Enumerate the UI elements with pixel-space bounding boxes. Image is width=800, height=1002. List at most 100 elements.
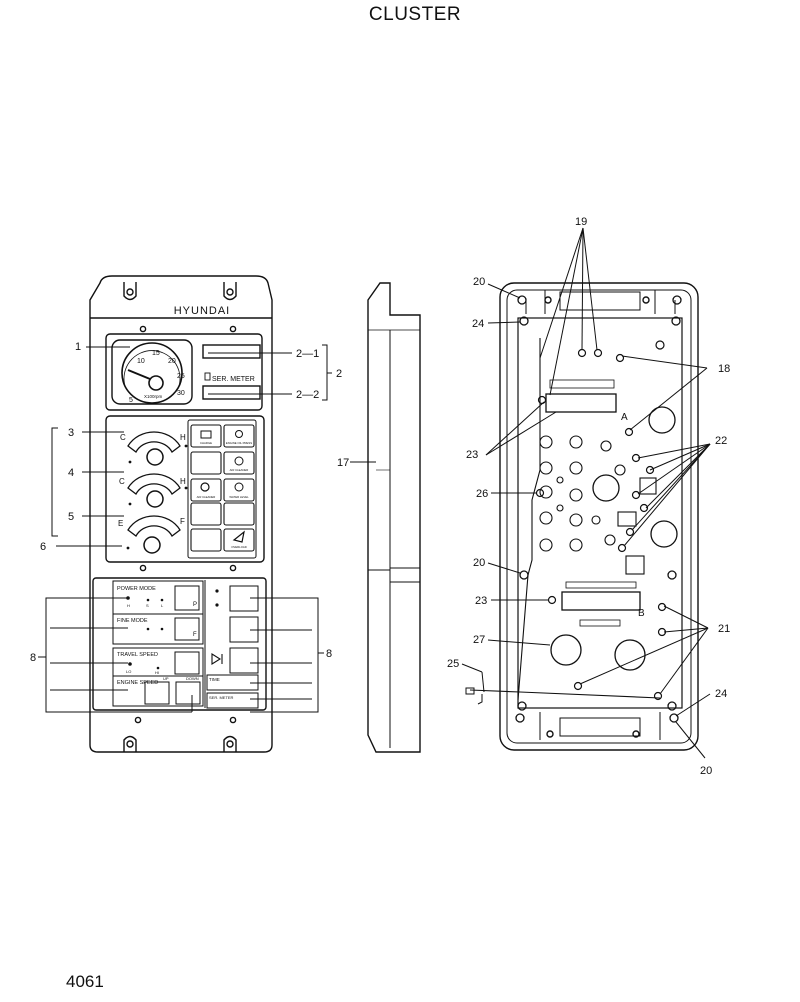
callout-3: 3 [68, 427, 74, 439]
fine-mode-button[interactable] [174, 617, 200, 641]
lcd-window-upper [202, 344, 261, 359]
buzzer-icon [211, 653, 223, 665]
callout-27: 27 [473, 634, 485, 646]
callout-22: 22 [715, 435, 727, 447]
power-sub-l: L [161, 603, 164, 608]
tacho-tick-5: 5 [129, 397, 133, 404]
tacho-tick-20: 20 [168, 358, 176, 365]
tacho-tick-30: 30 [177, 390, 185, 397]
travel-speed-label: TRAVEL SPEED [117, 652, 158, 658]
brand-label: HYUNDAI [174, 305, 231, 317]
callout-1: 1 [75, 341, 81, 353]
front-panel-labels: HYUNDAI 5 10 15 20 25 30 X100rpm SER. ME… [117, 305, 255, 700]
power-sub-h: H [127, 603, 130, 608]
engine-oil-temp-gauge [127, 473, 181, 508]
tacho-tick-25: 25 [177, 373, 185, 380]
buzzer-stop-button[interactable] [229, 647, 259, 674]
power-key-label: P [193, 602, 197, 608]
wire-harness [469, 338, 661, 701]
callout-4: 4 [68, 467, 74, 479]
side-view [367, 282, 421, 753]
travel-sub-lo: LO [126, 669, 131, 674]
hour-meter-box-icon [204, 372, 211, 381]
callout-2: 2 [336, 368, 342, 380]
power-mode-label: POWER MODE [117, 586, 156, 592]
callout-23-bottom: 23 [475, 595, 487, 607]
callout-19: 19 [575, 216, 587, 228]
lamp-label-charge: CHARGE [200, 441, 212, 445]
engine-sub-up: UP [163, 676, 169, 681]
tacho-tick-15: 15 [152, 350, 160, 357]
callout-21: 21 [718, 623, 730, 635]
connector-label-a: A [621, 412, 628, 423]
front-panel-view [89, 275, 273, 753]
indicator-dots [126, 444, 188, 550]
callout-17: 17 [337, 457, 349, 469]
callout-20-mid: 20 [473, 557, 485, 569]
tacho-unit-label: X100rpm [144, 394, 163, 399]
callout-26: 26 [476, 488, 488, 500]
rear-corner-screws [515, 295, 682, 723]
mount-tabs-top [123, 282, 237, 301]
water-hot-label: H [180, 433, 186, 442]
engine-speed-up-button[interactable] [144, 681, 170, 705]
air-filter-icon [200, 482, 210, 492]
water-cold-label: C [120, 433, 126, 442]
ser-meter-adjust-box [206, 692, 259, 709]
callout-25: 25 [447, 658, 459, 670]
water-level-icon [234, 482, 244, 492]
page-number: 4061 [66, 972, 104, 991]
battery-icon [200, 430, 212, 439]
rear-housing-outline [499, 282, 699, 751]
connector-b[interactable] [561, 591, 641, 611]
fine-mode-label: FINE MODE [117, 618, 148, 624]
callout-2-2: 2—2 [296, 389, 319, 401]
side-housing-outline [367, 282, 421, 753]
front-housing-outline [89, 275, 273, 753]
oil-cold-label: C [119, 477, 125, 486]
engine-speed-down-button[interactable] [175, 681, 201, 705]
callout-2-1: 2—1 [296, 348, 319, 360]
water-temp-gauge [127, 431, 181, 466]
callout-8-left: 8 [30, 652, 36, 664]
mount-tabs-bottom [123, 735, 237, 752]
callout-5: 5 [68, 511, 74, 523]
lcd-window-lower [202, 385, 261, 400]
lamp-label-water-level: WATER LEVEL [229, 495, 249, 499]
callout-20-bottom: 20 [700, 765, 712, 777]
front-leaders [38, 344, 332, 713]
engine-speed-label: ENGINE SPEED [117, 680, 158, 686]
tachometer [111, 339, 193, 405]
connector-label-b: B [638, 608, 645, 619]
fuel-full-label: F [180, 517, 185, 526]
tacho-tick-10: 10 [137, 358, 145, 365]
connector-a[interactable] [545, 393, 617, 413]
engine-sub-down: DOWN [186, 676, 199, 681]
lamp-label-engine-oil-press: ENGINE OIL PRESS [226, 441, 252, 445]
power-mode-button[interactable] [174, 585, 200, 611]
lamp-sockets [539, 435, 626, 552]
rear-screw-dots [535, 340, 667, 701]
engine-speed-box [112, 675, 204, 707]
time-label: TIME [209, 677, 220, 682]
power-sub-s: S [146, 603, 149, 608]
oil-hot-label: H [180, 477, 186, 486]
fuel-gauge [127, 515, 181, 554]
ser-meter-switch-label: SER. METER [209, 695, 234, 700]
callout-24-bottom: 24 [715, 688, 727, 700]
lamp-label-air-cleaner-2: AIR CLEANER [197, 495, 216, 499]
travel-sub-hi: HI [155, 670, 159, 675]
overload-icon [232, 530, 245, 543]
air-cleaner-icon [234, 456, 244, 466]
warning-lamp-grid [190, 424, 255, 552]
callout-8-right: 8 [326, 648, 332, 660]
fine-mode-box [112, 613, 204, 645]
callout-20-top: 20 [473, 276, 485, 288]
oil-pressure-icon [235, 430, 243, 438]
rear-view [465, 282, 699, 751]
hour-meter-label: SER. METER [212, 376, 255, 383]
travel-speed-button[interactable] [174, 651, 200, 675]
callout-24-top: 24 [472, 318, 484, 330]
